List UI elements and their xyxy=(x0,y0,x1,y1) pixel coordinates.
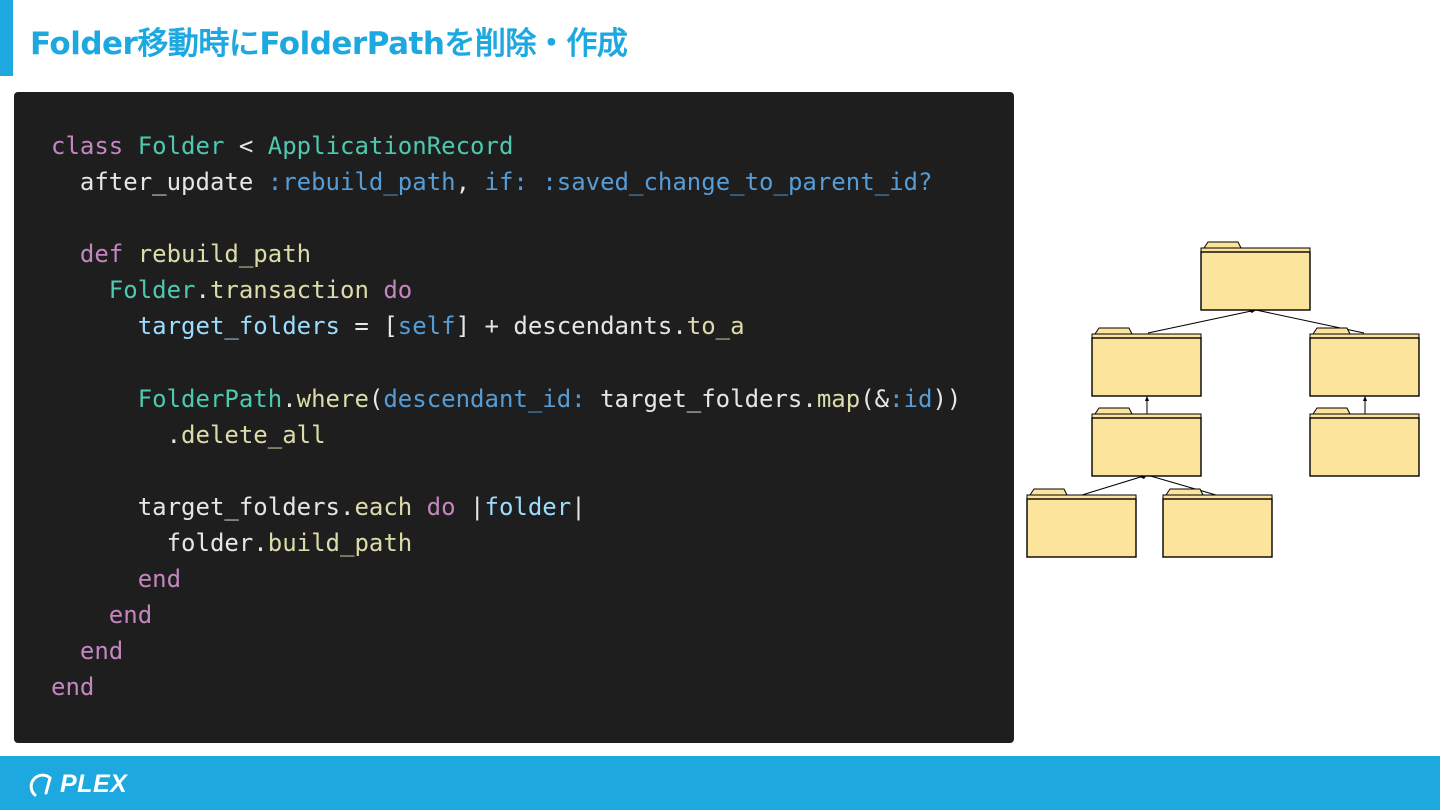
code-token: ( xyxy=(368,384,384,413)
code-token: end xyxy=(51,565,182,594)
arrowhead xyxy=(1363,396,1367,401)
folder-icon xyxy=(1162,488,1273,558)
code-line: end xyxy=(51,561,961,597)
code-token: :rebuild_path xyxy=(267,168,456,197)
code-token: end xyxy=(51,601,153,630)
code-panel: class Folder < ApplicationRecord after_u… xyxy=(14,92,1014,743)
code-token: self xyxy=(397,312,456,341)
code-line: end xyxy=(51,597,961,633)
code-line xyxy=(51,200,961,236)
code-token: after_update xyxy=(51,168,268,197)
code-line: folder.build_path xyxy=(51,525,961,561)
tree-edge xyxy=(1147,309,1257,334)
code-token: each xyxy=(354,492,413,521)
code-token: . xyxy=(195,276,210,305)
arrowhead xyxy=(1145,396,1149,401)
code-token: descendant_id: xyxy=(383,384,586,413)
code-token: end xyxy=(51,637,124,666)
code-line xyxy=(51,453,961,489)
folder-icon xyxy=(1309,327,1420,397)
code-token: ApplicationRecord xyxy=(267,132,514,160)
code-line: FolderPath.where(descendant_id: target_f… xyxy=(51,381,962,417)
code-token: class xyxy=(51,132,138,160)
tree-edge xyxy=(1146,474,1217,496)
footer-bar: PLEX xyxy=(0,756,1440,810)
tree-edge xyxy=(1081,474,1148,496)
code-line: target_folders = [self] + descendants.to… xyxy=(51,308,961,344)
code-token: where xyxy=(296,384,369,413)
plex-logo-text: PLEX xyxy=(60,769,128,798)
code-token: . xyxy=(282,384,297,413)
code-token: (& xyxy=(860,384,890,413)
code-token: delete_all xyxy=(181,420,326,449)
code-line: def rebuild_path xyxy=(51,236,961,272)
folder-icon xyxy=(1091,407,1202,477)
code-token: if: xyxy=(484,168,528,197)
code-token: | xyxy=(455,492,485,521)
code-token: target_folders xyxy=(51,312,340,341)
plex-logo: PLEX xyxy=(26,769,127,799)
folder-tree-diagram xyxy=(1026,241,1420,558)
code-token: )) xyxy=(932,384,962,413)
code-token: to_a xyxy=(686,312,745,341)
plex-logo-mark-icon xyxy=(29,773,52,797)
code-line: target_folders.each do |folder| xyxy=(51,489,961,525)
code-token: < xyxy=(224,132,268,160)
code-line: end xyxy=(51,633,961,669)
code-token: target_folders. xyxy=(585,384,817,413)
code-token: , xyxy=(455,168,485,197)
code-token: Folder xyxy=(51,276,196,305)
code-token: :saved_change_to_parent_id? xyxy=(542,168,933,197)
code-token: = [ xyxy=(339,312,398,341)
code-token: do xyxy=(368,276,413,305)
arrowhead xyxy=(1248,310,1256,313)
code-token: folder. xyxy=(51,529,268,558)
code-token: . xyxy=(51,420,182,449)
code-token: folder xyxy=(484,492,572,521)
code-token: do xyxy=(412,492,456,521)
code-block: class Folder < ApplicationRecord after_u… xyxy=(51,128,961,706)
code-token: def xyxy=(51,240,138,269)
slide-title: Folder移動時にFolderPathを削除・作成 xyxy=(30,26,628,62)
code-token: map xyxy=(816,384,861,413)
title-accent-bar xyxy=(0,0,13,76)
code-line: Folder.transaction do xyxy=(51,272,961,308)
folder-icon xyxy=(1200,241,1311,311)
code-line: class Folder < ApplicationRecord xyxy=(51,128,961,164)
folder-icon xyxy=(1309,407,1420,477)
code-line xyxy=(51,345,961,381)
code-line: .delete_all xyxy=(51,417,961,453)
code-token: transaction xyxy=(209,276,369,305)
code-token: target_folders. xyxy=(51,492,355,521)
code-token: FolderPath xyxy=(51,384,283,413)
folder-icon xyxy=(1091,327,1202,397)
code-token: ] + descendants. xyxy=(455,312,687,341)
code-token: rebuild_path xyxy=(137,240,312,269)
code-token: end xyxy=(51,673,95,702)
code-line: end xyxy=(51,669,961,705)
code-token: :id xyxy=(889,384,933,413)
folder-icon xyxy=(1026,488,1137,558)
code-line: after_update :rebuild_path, if: :saved_c… xyxy=(51,164,961,200)
code-token: | xyxy=(571,492,586,521)
code-token xyxy=(528,168,542,196)
code-token: Folder xyxy=(137,132,225,160)
code-token: build_path xyxy=(267,529,413,558)
